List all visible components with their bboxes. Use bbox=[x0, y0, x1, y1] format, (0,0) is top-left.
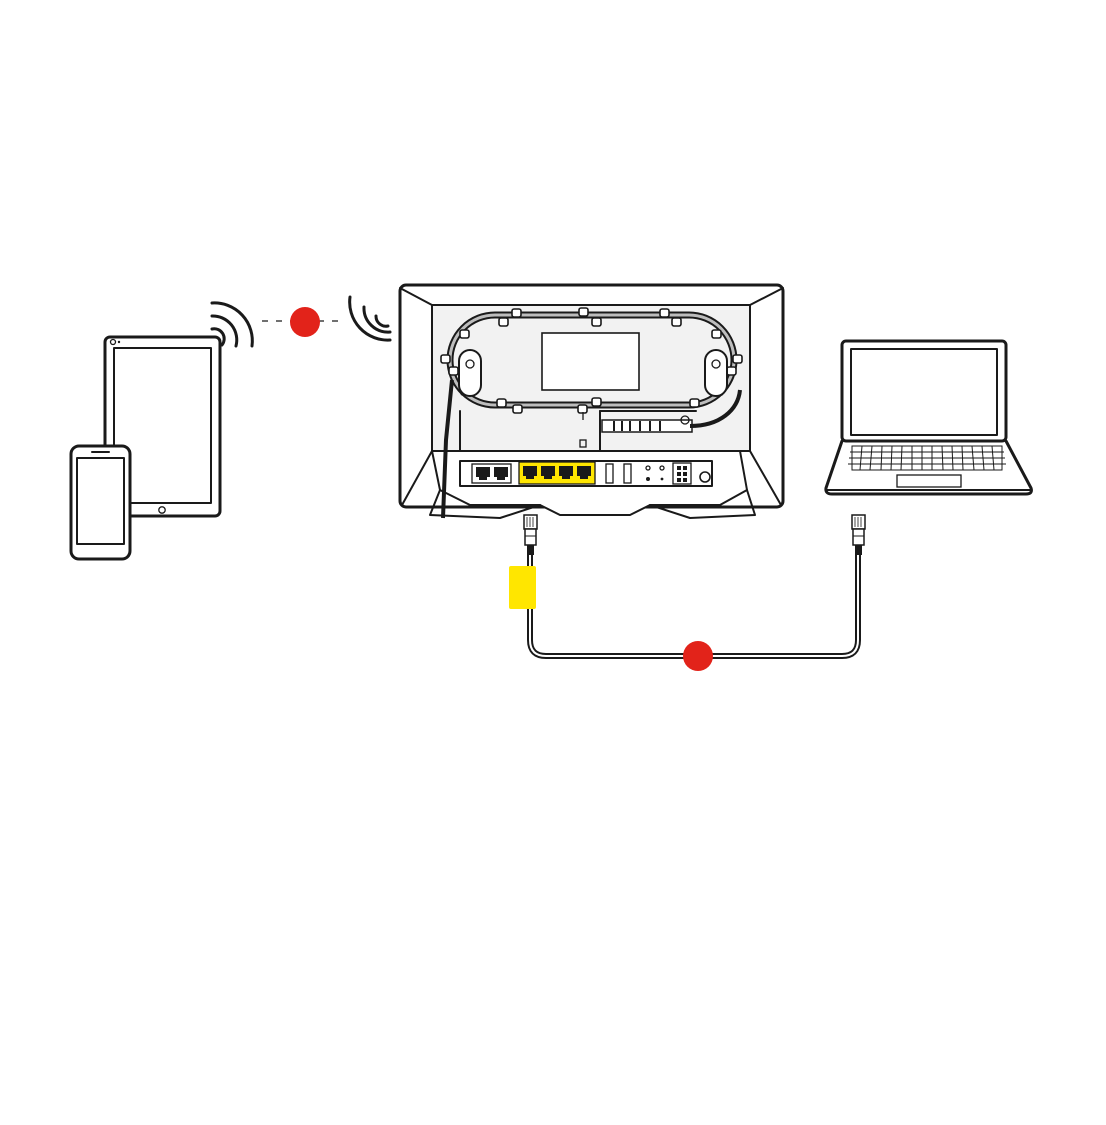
wifi-link bbox=[212, 297, 390, 346]
rj45-plug-router bbox=[524, 515, 537, 555]
wifi-waves-right-icon bbox=[350, 297, 390, 340]
ethernet-link bbox=[509, 515, 865, 671]
router-back-panel-icon bbox=[400, 285, 783, 518]
rj45-plug-laptop bbox=[852, 515, 865, 555]
laptop-icon bbox=[826, 341, 1032, 494]
power-button bbox=[700, 472, 710, 482]
ethernet-marker-dot bbox=[683, 641, 713, 671]
smartphone-icon bbox=[71, 446, 130, 559]
yellow-lan-tag bbox=[509, 566, 536, 609]
wifi-marker-dot bbox=[290, 307, 320, 337]
